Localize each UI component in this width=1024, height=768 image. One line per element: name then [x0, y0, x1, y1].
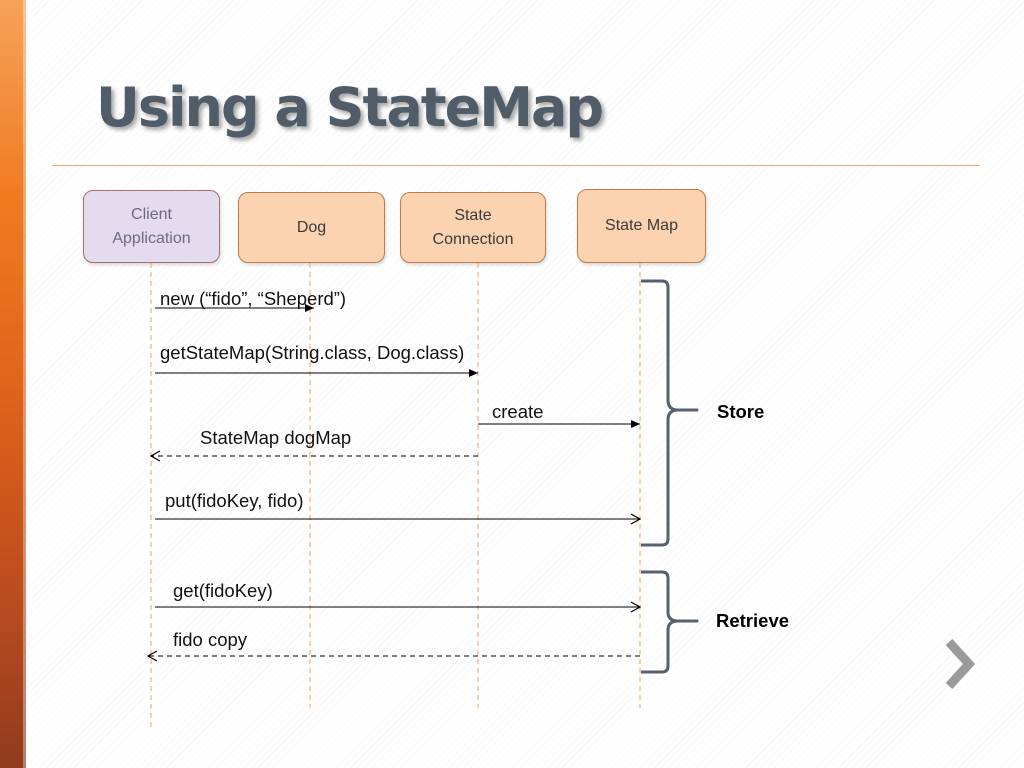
message-label: StateMap dogMap [200, 427, 351, 448]
message-create: create [478, 401, 640, 428]
chevron-right-icon[interactable] [943, 636, 977, 692]
message-label: fido copy [173, 629, 248, 650]
message-label: put(fidoKey, fido) [165, 490, 303, 511]
accent-side-bar [0, 0, 26, 768]
participant-state-connection: State Connection [400, 192, 546, 263]
participant-state-map: State Map [577, 189, 706, 263]
participant-client-application: Client Application [83, 190, 220, 263]
message-put: put(fidoKey, fido) [155, 490, 642, 525]
title-divider [52, 165, 980, 166]
message-label: new (“fido”, “Sheperd”) [160, 288, 346, 309]
message-label: get(fidoKey) [173, 580, 273, 601]
message-get: get(fidoKey) [155, 580, 642, 613]
store-brace [641, 279, 699, 547]
participant-dog: Dog [238, 192, 385, 263]
message-return-state-map: StateMap dogMap [149, 427, 478, 462]
message-label: getStateMap(String.class, Dog.class) [160, 342, 464, 363]
group-label-retrieve: Retrieve [716, 610, 789, 631]
retrieve-brace [641, 570, 699, 674]
group-label-store: Store [717, 401, 764, 422]
message-return-fido-copy: fido copy [146, 629, 640, 662]
message-new: new (“fido”, “Sheperd”) [155, 288, 346, 312]
message-label: create [492, 401, 543, 422]
slide-title: Using a StateMap [96, 76, 604, 139]
message-get-state-map: getStateMap(String.class, Dog.class) [155, 342, 478, 377]
